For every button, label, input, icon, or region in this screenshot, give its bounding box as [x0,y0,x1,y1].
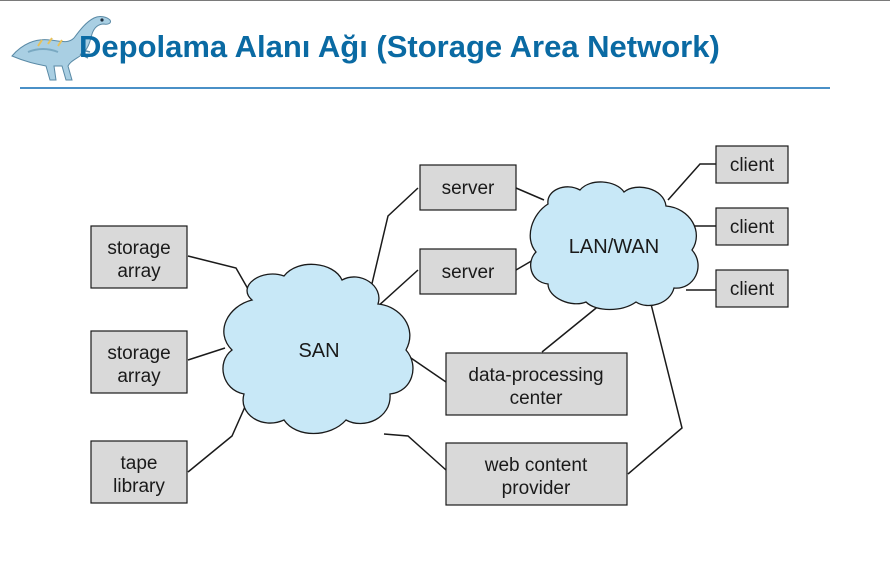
link-server-1-lanwan [515,187,545,201]
storage-array-node-2: storage array [90,330,188,394]
storage-array-1-line-2: array [117,261,161,282]
client-2-label: client [730,217,775,238]
web-content-provider-node: web content provider [445,442,628,506]
link-storage-array-2-san [187,347,226,361]
link-san-data-processing [407,355,447,383]
server-2-label: server [442,262,495,283]
client-3-label: client [730,279,775,300]
link-tape-library-san [187,399,249,473]
web-content-line-2: provider [502,478,571,499]
server-node-1: server [419,164,517,211]
client-1-label: client [730,155,775,176]
title-underline [20,87,830,89]
storage-array-1-line-1: storage [107,238,170,259]
lanwan-cloud: LAN/WAN [529,181,699,311]
lanwan-label: LAN/WAN [569,236,659,258]
storage-array-2-line-1: storage [107,343,170,364]
storage-array-node-1: storage array [90,225,188,289]
storage-array-2-line-2: array [117,366,161,387]
tape-library-node: tape library [90,440,188,504]
data-processing-line-1: data-processing [468,365,603,386]
san-cloud: SAN [222,263,414,434]
link-lanwan-data-processing [541,299,607,353]
top-border [0,0,890,1]
link-storage-array-1-san [187,255,253,297]
client-node-3: client [715,269,789,308]
tape-library-line-1: tape [121,453,158,474]
san-label: SAN [298,340,339,362]
dinosaur-icon [11,16,111,81]
web-content-line-1: web content [484,455,588,476]
link-lanwan-client-1 [667,163,716,201]
server-node-2: server [419,248,517,295]
slide-title: Depolama Alanı Ağı (Storage Area Network… [79,29,720,64]
tape-library-line-2: library [113,476,165,497]
link-san-web-content [383,433,447,471]
link-san-server-2 [375,269,419,309]
server-1-label: server [442,178,495,199]
data-processing-line-2: center [510,388,563,409]
client-node-1: client [715,145,789,184]
client-node-2: client [715,207,789,246]
data-processing-center-node: data-processing center [445,352,628,416]
link-san-server-1 [369,187,419,293]
link-lanwan-web-content [627,299,683,475]
